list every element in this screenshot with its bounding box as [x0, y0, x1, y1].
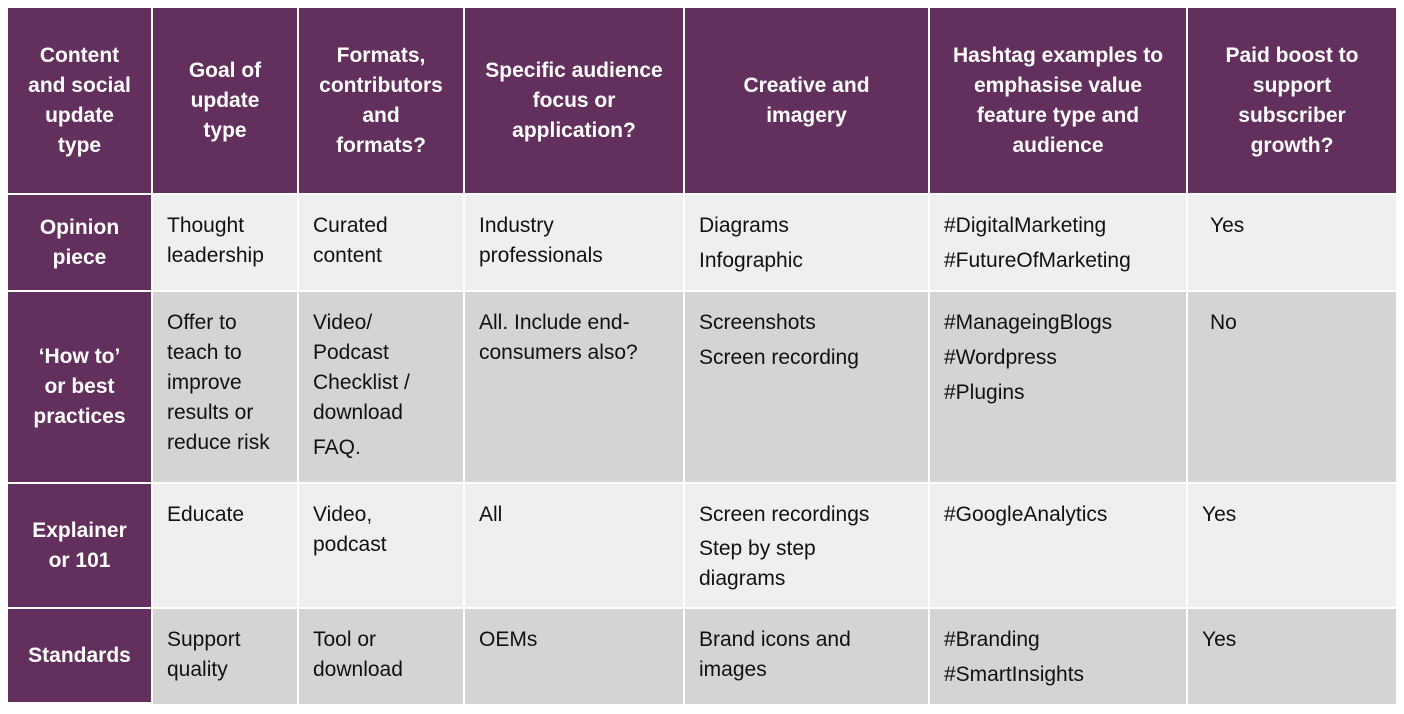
formats-cell: Tool or download [299, 609, 465, 704]
hashtags-cell: #Branding #SmartInsights [930, 609, 1188, 704]
goal-cell: Support quality [153, 609, 299, 704]
hashtag-item: #FutureOfMarketing [944, 249, 1131, 272]
header-formats: Formats, contributors and formats? [299, 8, 465, 195]
paid-boost-cell: No [1188, 292, 1396, 484]
formats-cell: Video, podcast [299, 484, 465, 609]
format-item: Tool or download [313, 628, 403, 681]
table-row: ‘How to’ or best practices Offer to teac… [8, 292, 1396, 484]
audience-cell: Industry professionals [465, 195, 685, 292]
format-item: Video, podcast [313, 503, 387, 556]
hashtag-item: #ManageingBlogs [944, 311, 1113, 334]
audience-cell: OEMs [465, 609, 685, 704]
row-type-cell: ‘How to’ or best practices [8, 292, 153, 484]
header-paid-boost: Paid boost to support subscriber growth? [1188, 8, 1396, 195]
hashtag-item: #Branding [944, 628, 1040, 651]
audience-cell: All. Include end- consumers also? [465, 292, 685, 484]
header-hashtags: Hashtag examples to emphasise value feat… [930, 8, 1188, 195]
row-type-cell: Opinion piece [8, 195, 153, 292]
creative-item: Step by step diagrams [699, 537, 816, 590]
creative-item: Infographic [699, 249, 803, 272]
header-creative: Creative and imagery [685, 8, 930, 195]
creative-cell: Screen recordings Step by step diagrams [685, 484, 930, 609]
creative-cell: Screenshots Screen recording [685, 292, 930, 484]
goal-cell: Offer to teach to improve results or red… [153, 292, 299, 484]
hashtag-item: #SmartInsights [944, 663, 1085, 686]
hashtag-item: #Wordpress [944, 346, 1057, 369]
row-type-cell: Explainer or 101 [8, 484, 153, 609]
hashtag-item: #Plugins [944, 381, 1025, 404]
paid-boost-cell: Yes [1188, 609, 1396, 704]
header-content-type: Content and social update type [8, 8, 153, 195]
format-item: Curated content [313, 214, 388, 267]
table-row: Explainer or 101 Educate Video, podcast … [8, 484, 1396, 609]
header-goal: Goal of update type [153, 8, 299, 195]
creative-cell: Brand icons and images [685, 609, 930, 704]
goal-cell: Thought leadership [153, 195, 299, 292]
hashtags-cell: #DigitalMarketing #FutureOfMarketing [930, 195, 1188, 292]
hashtags-cell: #GoogleAnalytics [930, 484, 1188, 609]
creative-item: Screenshots [699, 311, 816, 334]
header-row: Content and social update type Goal of u… [8, 8, 1396, 195]
creative-item: Brand icons and images [699, 628, 851, 681]
creative-item: Screen recordings [699, 503, 870, 526]
format-item: FAQ. [313, 436, 361, 459]
paid-boost-cell: Yes [1188, 484, 1396, 609]
hashtags-cell: #ManageingBlogs #Wordpress #Plugins [930, 292, 1188, 484]
hashtag-item: #GoogleAnalytics [944, 503, 1108, 526]
creative-cell: Diagrams Infographic [685, 195, 930, 292]
table-row: Standards Support quality Tool or downlo… [8, 609, 1396, 704]
table-row: Opinion piece Thought leadership Curated… [8, 195, 1396, 292]
table-body: Opinion piece Thought leadership Curated… [8, 195, 1396, 704]
creative-item: Screen recording [699, 346, 859, 369]
hashtag-item: #DigitalMarketing [944, 214, 1107, 237]
audience-cell: All [465, 484, 685, 609]
content-strategy-table-wrapper: Content and social update type Goal of u… [8, 8, 1396, 704]
header-audience: Specific audience focus or application? [465, 8, 685, 195]
format-item: Video/ Podcast Checklist / download [313, 311, 410, 424]
formats-cell: Curated content [299, 195, 465, 292]
table-header: Content and social update type Goal of u… [8, 8, 1396, 195]
content-strategy-table: Content and social update type Goal of u… [8, 8, 1396, 704]
creative-item: Diagrams [699, 214, 789, 237]
paid-boost-cell: Yes [1188, 195, 1396, 292]
formats-cell: Video/ Podcast Checklist / download FAQ. [299, 292, 465, 484]
goal-cell: Educate [153, 484, 299, 609]
row-type-cell: Standards [8, 609, 153, 704]
